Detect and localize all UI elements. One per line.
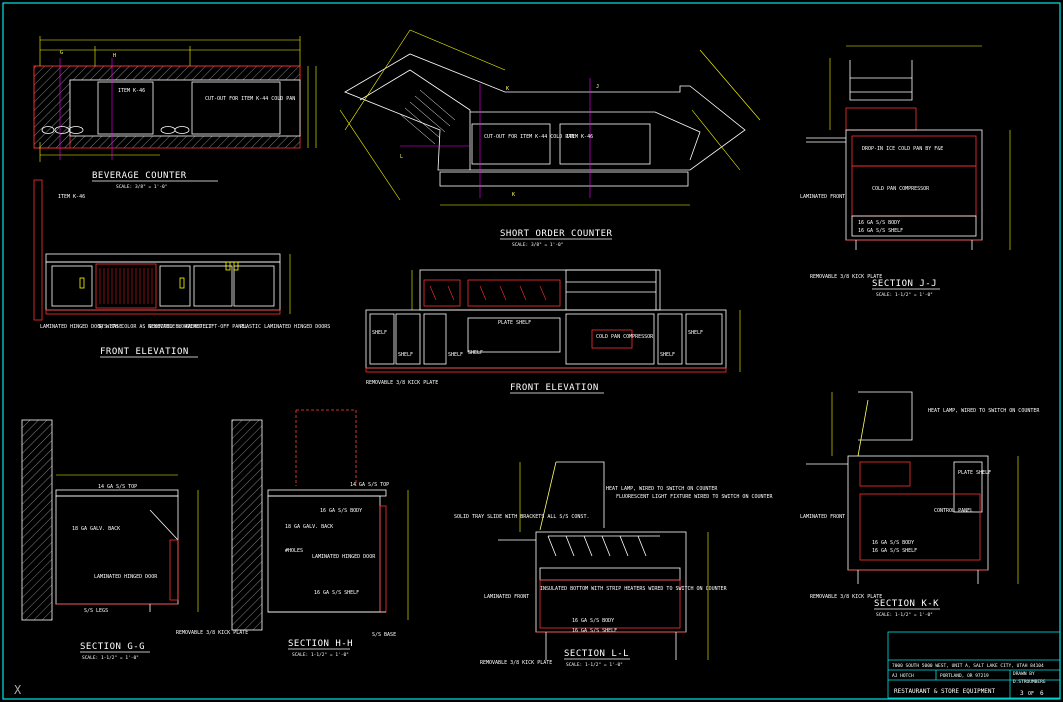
marker-j: J [596, 84, 599, 90]
scale-beverage-counter: SCALE: 3/8" = 1'-0" [116, 184, 167, 190]
label-lam-hinged-door: LAMINATED HINGED DOOR WITH COLOR AS SELE… [40, 324, 212, 330]
scale-short-order-counter: SCALE: 3/8" = 1'-0" [512, 242, 563, 248]
label-item-cup: ITEM K-46 [58, 194, 85, 200]
label-lam-front-kk: LAMINATED FRONT [800, 514, 845, 520]
label-plastic-laminated: PLASTIC LAMINATED HINGED DOORS [240, 324, 330, 330]
title-block-title: RESTAURANT & STORE EQUIPMENT [894, 688, 996, 695]
section-gg [21, 419, 199, 621]
label-body-jj: 16 GA S/S BODY [858, 220, 900, 226]
label-ss-base: S/S BASE [98, 324, 122, 330]
title-block-sheet: 3 [1020, 690, 1024, 697]
label-kick-ll: REMOVABLE 3/8 KICK PLATE [480, 660, 552, 666]
label-holes-hh: #HOLES [285, 548, 303, 554]
scale-section-kk: SCALE: 1-1/2" = 1'-0" [876, 612, 933, 618]
label-body-kk: 16 GA S/S BODY [872, 540, 914, 546]
title-beverage-counter: BEVERAGE COUNTER [92, 171, 187, 181]
title-section-jj: SECTION J-J [872, 279, 937, 289]
label-drop-in: DROP-IN ICE COLD PAN BY F&E [862, 146, 943, 152]
marker-k-bottom: K [512, 192, 515, 198]
section-hh [231, 409, 409, 631]
scale-section-gg: SCALE: 1-1/2" = 1'-0" [82, 655, 139, 661]
title-section-kk: SECTION K-K [874, 599, 939, 609]
label-plate-shelf: PLATE SHELF [498, 320, 531, 326]
title-section-ll: SECTION L-L [564, 649, 629, 659]
title-block-address: 7000 SOUTH 5000 WEST, UNIT A, SALT LAKE … [892, 663, 1044, 669]
label-lam-door-gg: LAMINATED HINGED DOOR [94, 574, 158, 580]
label-top-hh: 14 GA S/S TOP [350, 482, 389, 488]
marker-g: G [60, 50, 63, 56]
label-kick-plate-mid: REMOVABLE 3/8 KICK PLATE [366, 380, 438, 386]
title-section-hh: SECTION H-H [288, 639, 353, 649]
label-kick-gg: REMOVABLE 3/8 KICK PLATE [176, 630, 248, 636]
title-block-client: AJ HOTCH [892, 673, 914, 679]
label-shelf-ll: 16 GA S/S SHELF [572, 628, 617, 634]
front-elevation-mid [365, 269, 741, 373]
label-fluorescent: FLUORESCENT LIGHT FIXTURE WIRED TO SWITC… [616, 494, 774, 500]
title-short-order-counter: SHORT ORDER COUNTER [500, 229, 613, 239]
title-block-drafter: D.STROUMBERG [1013, 679, 1046, 685]
label-shelf-2: SHELF [398, 352, 413, 358]
label-lam-front-jj: LAMINATED FRONT [800, 194, 845, 200]
title-front-elevation-mid: FRONT ELEVATION [510, 383, 599, 393]
label-legs-gg: S/S LEGS [84, 608, 108, 614]
label-body-hh: 16 GA S/S BODY [320, 508, 362, 514]
section-jj [806, 45, 1011, 250]
label-heat-lamp-ll: HEAT LAMP, WIRED TO SWITCH ON COUNTER [606, 486, 718, 492]
label-kick-kk: REMOVABLE 3/8 KICK PLATE [810, 594, 882, 600]
scale-section-jj: SCALE: 1-1/2" = 1'-0" [876, 292, 933, 298]
label-cold-pan-compressor: COLD PAN COMPRESSOR [596, 334, 654, 340]
title-block-drawn-by: DRAWN BY [1013, 671, 1035, 677]
marker-h: H [113, 53, 116, 59]
label-shelf-5: SHELF [688, 330, 703, 336]
label-top-gg: 14 GA S/S TOP [98, 484, 137, 490]
title-section-gg: SECTION G-G [80, 642, 145, 652]
scale-section-hh: SCALE: 1-1/2" = 1'-0" [292, 652, 349, 658]
label-shelf-3: SHELF [448, 352, 463, 358]
label-shelf-6: SHELF [660, 352, 675, 358]
section-kk [806, 391, 1019, 584]
title-block [887, 631, 1061, 699]
label-item-so: ITEM K-46 [566, 134, 593, 140]
short-order-counter-plan [339, 29, 761, 206]
label-shelf-kk: 16 GA S/S SHELF [872, 548, 917, 554]
title-block-of: OF [1028, 691, 1034, 697]
label-base-hh: S/S BASE [372, 632, 396, 638]
label-heat-lamp-kk: HEAT LAMP, WIRED TO SWITCH ON COUNTER [928, 408, 1040, 414]
label-kick-jj: REMOVABLE 3/8 KICK PLATE [810, 274, 882, 280]
marker-l: L [400, 154, 403, 160]
front-elevation-left [33, 179, 291, 321]
title-block-company: PORTLAND, OR 97219 [940, 673, 989, 679]
label-tray-slide-ll: SOLID TRAY SLIDE WITH BRACKETS ALL S/S C… [454, 514, 589, 520]
scale-section-ll: SCALE: 1-1/2" = 1'-0" [566, 662, 623, 668]
label-cutout-so: CUT-OUT FOR ITEM K-44 COLD PAN [484, 134, 574, 140]
section-ll [498, 461, 709, 660]
beverage-counter-plan [33, 36, 317, 162]
label-galv-gg: 18 GA GALV. BACK [72, 526, 120, 532]
ucs-axis-icon: X [14, 683, 22, 697]
label-cold-pan-jj: COLD PAN COMPRESSOR [872, 186, 930, 192]
label-louvered: REMOVABLE LOUVERED LIFT-OFF PANEL [148, 324, 247, 330]
label-lam-door-hh: LAMINATED HINGED DOOR [312, 554, 376, 560]
marker-k-top: K [506, 86, 509, 92]
label-shelf-jj: 16 GA S/S SHELF [858, 228, 903, 234]
label-shelf-hh: 16 GA S/S SHELF [314, 590, 359, 596]
title-block-total: 6 [1040, 690, 1044, 697]
title-front-elevation-left: FRONT ELEVATION [100, 347, 189, 357]
label-shelf-1: SHELF [372, 330, 387, 336]
label-cutout: CUT-OUT FOR ITEM K-44 COLD PAN [205, 96, 295, 102]
label-item: ITEM K-46 [118, 88, 145, 94]
label-control-panel: CONTROL PANEL [934, 508, 973, 514]
label-shelf-4: SHELF [468, 350, 483, 356]
label-lam-front-ll: LAMINATED FRONT [484, 594, 529, 600]
label-galv-hh: 18 GA GALV. BACK [285, 524, 333, 530]
label-body-ll: 16 GA S/S BODY [572, 618, 614, 624]
label-insulated: INSULATED BOTTOM WITH STRIP HEATERS WIRE… [540, 586, 728, 592]
label-plate-shelf-kk: PLATE SHELF [958, 470, 991, 476]
